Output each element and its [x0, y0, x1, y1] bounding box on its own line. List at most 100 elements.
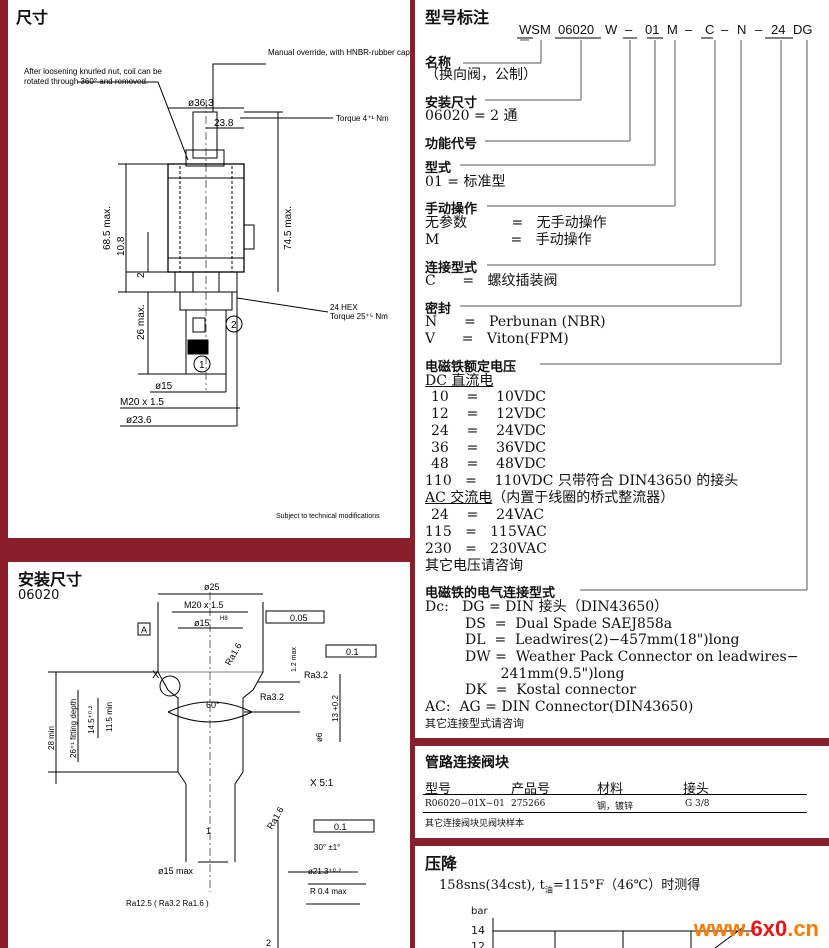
col-model: 型号 [425, 782, 452, 797]
svg-text:ø21.3⁺⁰·²: ø21.3⁺⁰·² [308, 867, 342, 876]
col-part: 产品号 [511, 782, 551, 797]
svg-text:Ra3.2: Ra3.2 [304, 670, 328, 680]
manifold-title: 管路连接阀块 [425, 755, 509, 771]
installation-panel: 安装尺寸 06020 [8, 562, 410, 948]
manual-row-1: 无参数 = 无手动操作 [425, 215, 607, 231]
table-rule-bottom [423, 812, 807, 813]
dc-row-48: 48 = 48VDC [431, 456, 547, 472]
code-sep-4: – [755, 22, 763, 37]
svg-text:Torque 4⁺¹ Nm: Torque 4⁺¹ Nm [336, 114, 389, 123]
cell-model: R06020−01X−01 [425, 799, 505, 809]
ac-row-115: 115 = 115VAC [425, 524, 547, 540]
svg-text:14.5⁺⁰·²: 14.5⁺⁰·² [87, 705, 96, 734]
installation-code: 06020 [18, 588, 60, 603]
elec-row-ds: DS = Dual Spade SAEJ858a [425, 616, 673, 632]
svg-text:A: A [141, 625, 147, 635]
svg-text:26⁺¹ fitting depth: 26⁺¹ fitting depth [69, 699, 78, 758]
svg-text:60°: 60° [206, 700, 220, 710]
dc-header: DC 直流电 [425, 373, 494, 389]
svg-text:Ra1.6: Ra1.6 [223, 641, 244, 667]
svg-text:ø23.6: ø23.6 [126, 415, 152, 426]
svg-text:Manual override, with HNBR-rub: Manual override, with HNBR-rubber cap [268, 48, 410, 57]
cell-port: G 3/8 [685, 799, 710, 809]
svg-text:rotated through 360° and remov: rotated through 360° and removed. [24, 77, 148, 86]
voltage-other: 其它电压请咨询 [425, 558, 523, 574]
table-rule [423, 794, 807, 795]
type-desc: 01 = 标准型 [425, 174, 506, 190]
svg-text:H8: H8 [220, 616, 228, 622]
override-cap [192, 111, 218, 159]
svg-text:24 HEX: 24 HEX [330, 303, 358, 312]
voltage-label: 电磁铁额定电压 [425, 360, 517, 375]
condition-sub: 油 [544, 885, 553, 895]
ac-header: AC 交流电 [425, 490, 493, 506]
svg-text:1: 1 [199, 360, 205, 371]
svg-text:M20 x 1.5: M20 x 1.5 [120, 397, 164, 408]
elec-row-dw-cont: 241mm(9.5")long [425, 666, 625, 682]
seal-row-2: V = Viton(FPM) [425, 331, 569, 347]
svg-text:23.8: 23.8 [214, 118, 234, 129]
svg-text:0.05: 0.05 [290, 613, 308, 623]
code-leader-lines [460, 37, 808, 591]
ac-row-230: 230 = 230VAC [425, 541, 547, 557]
code-sep-2: – [685, 22, 693, 37]
watermark-pre: www. [693, 916, 751, 941]
dimension-drawing: Manual override, with HNBR-rubber cap Af… [24, 48, 410, 520]
code-sep-3: – [721, 22, 729, 37]
type-label: 型式 [425, 161, 452, 176]
elec-row-dl: DL = Leadwires(2)−457mm(18")long [425, 632, 740, 648]
elec-row-dk: DK = Kostal connector [425, 682, 637, 698]
code-part-voltage: 24 [771, 22, 786, 37]
svg-text:M20 x 1.5: M20 x 1.5 [184, 600, 224, 610]
svg-text:R 0.4 max: R 0.4 max [310, 887, 346, 896]
svg-text:ø15: ø15 [155, 381, 173, 392]
dc-row-110: 110 = 110VDC 只带符合 DIN43650 的接头 [425, 473, 739, 489]
name-label: 名称 [425, 56, 452, 71]
dc-row-10: 10 = 10VDC [431, 389, 547, 405]
conn-desc: C = 螺纹插装阀 [425, 273, 558, 289]
model-code-title: 型号标注 [425, 8, 490, 27]
svg-text:Ra12.5 ( Ra3.2 Ra1.6 ): Ra12.5 ( Ra3.2 Ra1.6 ) [126, 899, 209, 908]
cell-material: 钢，镀锌 [597, 802, 634, 812]
code-part-size: 06020 [558, 22, 595, 37]
svg-text:1: 1 [206, 826, 211, 836]
code-sep-1: – [625, 22, 633, 37]
svg-text:Ra1.6: Ra1.6 [265, 805, 286, 831]
svg-text:0.1: 0.1 [346, 647, 359, 657]
dimensions-panel: 尺寸 [8, 0, 410, 538]
code-part-manual: M [667, 22, 678, 37]
svg-text:10.8: 10.8 [116, 236, 127, 256]
svg-text:1.2 max: 1.2 max [291, 647, 298, 672]
func-label: 功能代号 [425, 137, 478, 152]
ac-row-24: 24 = 24VAC [431, 507, 544, 523]
svg-text:ø36.3: ø36.3 [188, 98, 214, 109]
svg-text:2: 2 [231, 320, 237, 331]
size-desc: 06020 = 2 通 [425, 108, 518, 124]
svg-text:11.5 min: 11.5 min [105, 702, 114, 732]
elec-row-ag: AC: AG = DIN Connector(DIN43650) [425, 699, 694, 715]
manifold-panel: 管路连接阀块 型号 产品号 材料 接头 R06020−01X−01 275266… [415, 746, 829, 838]
svg-text:ø6: ø6 [315, 732, 324, 742]
pressure-drop-condition: 158sns(34cst), t油=115°F（46℃）时测得 [439, 878, 700, 899]
y-tick-14: 14 [471, 924, 485, 937]
svg-text:After loosening knurled nut, c: After loosening knurled nut, coil can be [24, 67, 162, 76]
ac-header-row: AC 交流电（内置于线圈的桥式整流器） [425, 490, 674, 506]
svg-text:X: X [152, 669, 160, 681]
elec-label: 电磁铁的电气连接型式 [425, 586, 556, 601]
svg-text:2: 2 [136, 272, 147, 278]
conn-label: 连接型式 [425, 261, 478, 276]
code-part-func: W [605, 22, 618, 37]
code-part-seal: N [737, 22, 747, 37]
condition-rest: =115°F（46℃）时测得 [552, 878, 701, 893]
elec-row-dw: DW = Weather Pack Connector on leadwires… [425, 649, 799, 665]
code-part-type: 01 [645, 22, 660, 37]
condition-text: 158sns(34cst), t [439, 878, 545, 893]
svg-text:74.5 max.: 74.5 max. [283, 206, 294, 250]
installation-drawing: ø25 M20 x 1.5 ø15 H8 0.05 A 0.1 Ra1.6 Ra… [47, 582, 377, 948]
watermark: www.6x0.cn [694, 916, 819, 942]
svg-text:ø15 max: ø15 max [158, 866, 194, 876]
svg-text:ø25: ø25 [204, 582, 220, 592]
pressure-drop-chart [492, 918, 755, 948]
dimensions-title: 尺寸 [16, 8, 49, 27]
svg-text:26 max.: 26 max. [136, 304, 147, 340]
